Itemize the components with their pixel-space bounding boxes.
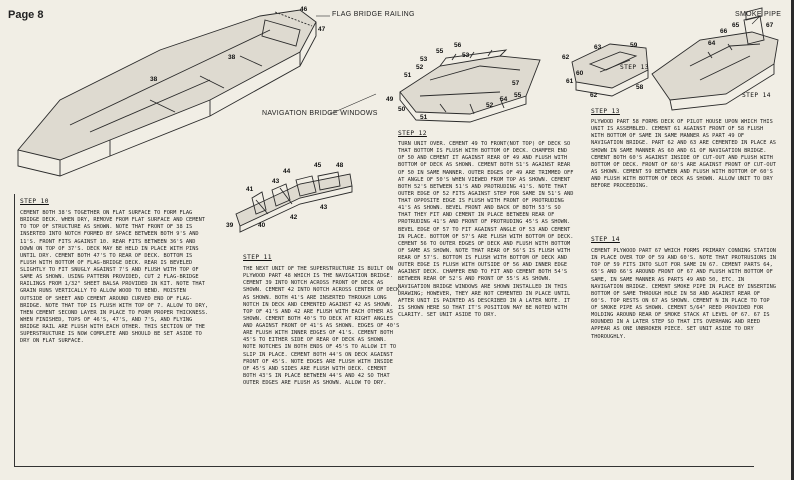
page-number: Page 8 bbox=[8, 9, 44, 21]
step-13-heading: STEP 13 bbox=[591, 108, 620, 115]
step-10-text: CEMENT BOTH 38'S TOGETHER ON FLAT SURFAC… bbox=[20, 210, 212, 345]
part-number: 52 bbox=[486, 102, 494, 109]
part-number: 43 bbox=[272, 178, 280, 185]
conning-station-drawing bbox=[651, 7, 779, 111]
bottom-rule bbox=[14, 466, 754, 467]
part-number: 59 bbox=[630, 42, 638, 49]
part-number: 57 bbox=[512, 80, 520, 87]
step-14-text: CEMENT PLYWOOD PART 67 WHICH FORMS PRIMA… bbox=[591, 248, 780, 340]
part-number: 65 bbox=[732, 22, 740, 29]
step-14-figure-caption: STEP 14 bbox=[742, 92, 771, 99]
part-number: 60 bbox=[576, 70, 584, 77]
part-number: 53 bbox=[462, 52, 470, 59]
step-11-text: THE NEXT UNIT OF THE SUPERSTRUCTURE IS B… bbox=[243, 266, 403, 386]
part-number: 49 bbox=[386, 96, 394, 103]
part-number: 40 bbox=[258, 222, 266, 229]
part-number: 48 bbox=[336, 162, 344, 169]
part-number: 51 bbox=[420, 114, 428, 121]
step-13-figure-caption: STEP 13 bbox=[620, 64, 649, 71]
part-number: 54 bbox=[500, 96, 508, 103]
part-number: 63 bbox=[594, 44, 602, 51]
part-number: 67 bbox=[766, 22, 774, 29]
part-number: 43 bbox=[320, 204, 328, 211]
step-11-heading: STEP 11 bbox=[243, 254, 272, 261]
navigation-bridge-windows-drawing bbox=[399, 49, 541, 123]
part-number: 41 bbox=[246, 186, 254, 193]
smoke-pipe-label: SMOKE PIPE bbox=[735, 11, 782, 18]
part-number: 45 bbox=[314, 162, 322, 169]
part-number: 66 bbox=[720, 28, 728, 35]
step-10-heading: STEP 10 bbox=[20, 198, 49, 205]
part-number: 46 bbox=[300, 6, 308, 13]
part-number: 39 bbox=[226, 222, 234, 229]
part-number: 52 bbox=[416, 64, 424, 71]
step-12-heading: STEP 12 bbox=[398, 130, 427, 137]
part-number: 53 bbox=[420, 56, 428, 63]
part-number: 55 bbox=[436, 48, 444, 55]
part-number: 51 bbox=[404, 72, 412, 79]
part-number: 42 bbox=[290, 214, 298, 221]
step-13-text: PLYWOOD PART 58 FORMS DECK OF PILOT HOUS… bbox=[591, 119, 780, 190]
part-number: 38 bbox=[150, 76, 158, 83]
part-number: 62 bbox=[562, 54, 570, 61]
column-rule bbox=[14, 194, 15, 466]
step-14-heading: STEP 14 bbox=[591, 236, 620, 243]
part-number: 64 bbox=[708, 40, 716, 47]
step-12-text: TURN UNIT OVER. CEMENT 49 TO FRONT(NOT T… bbox=[398, 141, 577, 318]
flag-bridge-railing-label: FLAG BRIDGE RAILING bbox=[332, 11, 415, 18]
navigation-bridge-windows-label: NAVIGATION BRIDGE WINDOWS bbox=[262, 110, 378, 117]
navigation-bridge-parts-drawing bbox=[235, 171, 353, 233]
part-number: 47 bbox=[318, 26, 326, 33]
part-number: 58 bbox=[636, 84, 644, 91]
part-number: 50 bbox=[398, 106, 406, 113]
part-number: 56 bbox=[454, 42, 462, 49]
part-number: 55 bbox=[514, 92, 522, 99]
flag-bridge-deck-drawing bbox=[17, 9, 317, 177]
part-number: 61 bbox=[566, 78, 574, 85]
part-number: 44 bbox=[283, 168, 291, 175]
pilot-house-drawing bbox=[571, 43, 649, 97]
part-number: 62 bbox=[590, 92, 598, 99]
part-number: 38 bbox=[228, 54, 236, 61]
